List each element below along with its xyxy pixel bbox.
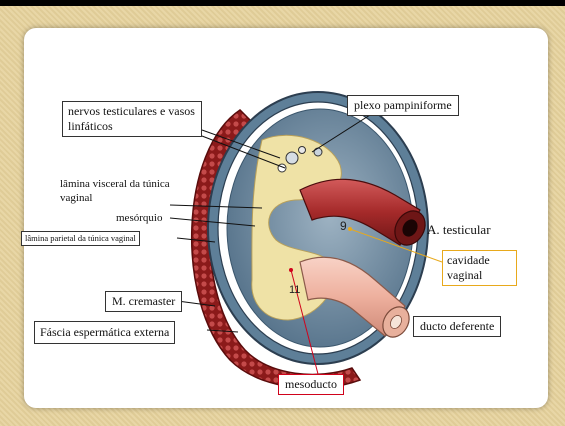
label-fascia-espermatica: Fáscia espermática externa — [34, 321, 175, 344]
label-ducto-deferente: ducto deferente — [413, 316, 501, 337]
label-cavidade-vaginal: cavidade vaginal — [442, 250, 517, 286]
label-plexo-pampiniforme: plexo pampiniforme — [347, 95, 459, 116]
label-lamina-visceral: lâmina visceral da túnica vaginal — [60, 178, 170, 206]
label-mesoducto: mesoducto — [278, 374, 344, 395]
mesoducto-marker-dot — [289, 268, 293, 272]
label-m-cremaster: M. cremaster — [105, 291, 182, 312]
label-nervos-testiculares: nervos testiculares e vasos linfáticos — [62, 101, 202, 137]
nerve-vessel-1 — [286, 152, 298, 164]
nerve-vessel-4 — [314, 148, 322, 156]
label-lamina-parietal: lâmina parietal da túnica vaginal — [21, 231, 140, 246]
nerve-vessel-3 — [299, 147, 306, 154]
number-9: 9 — [340, 219, 347, 233]
label-a-testicular: A. testicular — [427, 222, 491, 238]
cavity-marker-dot — [348, 227, 352, 231]
label-mesorquio: mesórquio — [116, 212, 162, 226]
number-11: 11 — [289, 284, 300, 296]
